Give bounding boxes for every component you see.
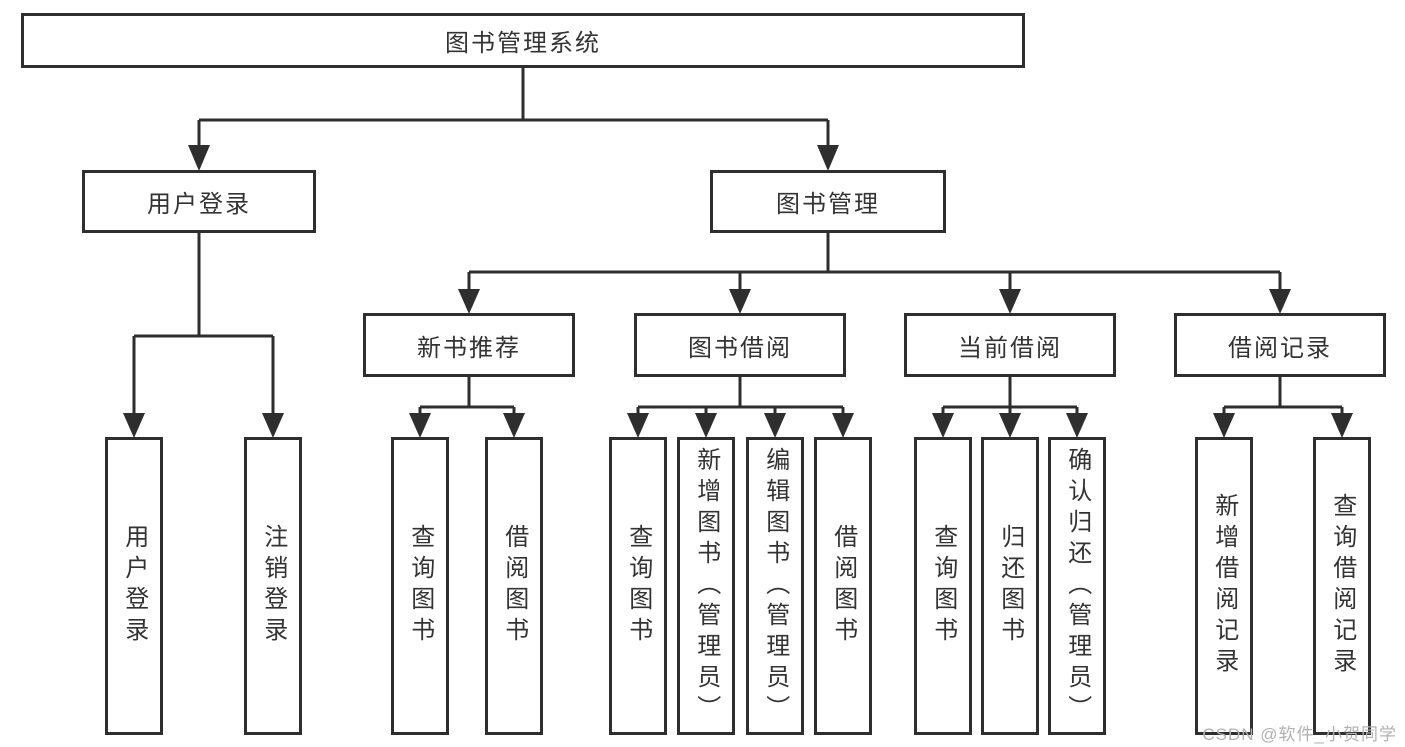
arrowhead — [458, 289, 480, 314]
leaf-logout: 注销登录 — [244, 437, 302, 735]
leaf-current-confirm-return-admin-label: 确认归还（管理员） — [1063, 446, 1091, 726]
leaf-bookborrow-edit-books-admin: 编辑图书（管理员） — [746, 437, 804, 735]
csdn-watermark: CSDN @软件_小贺同学 — [1202, 725, 1397, 744]
connector-book-management-branch — [467, 233, 1282, 290]
arrowhead — [627, 413, 649, 438]
node-current-borrow-label: 当前借阅 — [958, 334, 1062, 362]
arrowhead — [695, 413, 717, 438]
node-user-login: 用户登录 — [82, 170, 316, 233]
arrowhead — [188, 145, 210, 171]
leaf-current-query-books-label: 查询图书 — [929, 524, 957, 648]
leaf-recommend-query-books-label: 查询图书 — [406, 524, 434, 648]
arrowhead — [1331, 413, 1353, 438]
arrowhead — [764, 413, 786, 438]
leaf-current-return-books: 归还图书 — [981, 437, 1039, 735]
leaf-recommend-query-books: 查询图书 — [391, 437, 449, 735]
leaf-current-query-books: 查询图书 — [914, 437, 972, 735]
arrowhead — [409, 413, 431, 438]
leaf-bookborrow-add-books-admin-label: 新增图书（管理员） — [692, 446, 720, 726]
connector-current-borrow-branch — [941, 377, 1079, 415]
node-borrow-records: 借阅记录 — [1174, 313, 1386, 377]
leaf-recommend-borrow-books: 借阅图书 — [485, 437, 543, 735]
arrowhead — [1066, 413, 1088, 438]
leaf-bookborrow-edit-books-admin-label: 编辑图书（管理员） — [761, 446, 789, 726]
node-book-management-system-label: 图书管理系统 — [445, 30, 601, 57]
node-book-borrow: 图书借阅 — [634, 313, 846, 377]
arrowhead — [832, 413, 854, 438]
leaf-user-login-label: 用户登录 — [120, 524, 148, 648]
node-book-management-system: 图书管理系统 — [21, 13, 1025, 68]
node-book-borrow-label: 图书借阅 — [688, 334, 792, 362]
leaf-records-add-borrow-record-label: 新增借阅记录 — [1210, 493, 1238, 679]
node-new-book-recommend: 新书推荐 — [363, 313, 575, 377]
leaf-records-query-borrow-record-label: 查询借阅记录 — [1328, 493, 1356, 679]
arrowhead — [1269, 289, 1291, 314]
leaf-records-add-borrow-record: 新增借阅记录 — [1195, 437, 1253, 735]
arrowhead — [503, 413, 525, 438]
arrowhead — [999, 289, 1021, 314]
leaf-user-login: 用户登录 — [105, 437, 163, 735]
node-borrow-records-label: 借阅记录 — [1228, 334, 1332, 362]
leaf-recommend-borrow-books-label: 借阅图书 — [500, 524, 528, 648]
arrowhead — [123, 413, 145, 438]
node-book-management-label: 图书管理 — [776, 191, 880, 218]
arrowhead — [729, 289, 751, 314]
connector-user-login-branch — [132, 233, 275, 414]
leaf-current-return-books-label: 归还图书 — [996, 524, 1024, 648]
connector-lines — [132, 68, 1344, 415]
leaf-records-query-borrow-record: 查询借阅记录 — [1313, 437, 1371, 735]
leaf-bookborrow-query-books-label: 查询图书 — [624, 524, 652, 648]
connector-new-book-recommend-branch — [418, 377, 516, 415]
arrowhead — [999, 413, 1021, 438]
node-book-management: 图书管理 — [710, 170, 946, 233]
leaf-bookborrow-add-books-admin: 新增图书（管理员） — [677, 437, 735, 735]
arrowheads — [123, 145, 1353, 438]
leaf-current-confirm-return-admin: 确认归还（管理员） — [1048, 437, 1106, 735]
connector-root-branch — [197, 68, 830, 146]
leaf-bookborrow-borrow-books-label: 借阅图书 — [829, 524, 857, 648]
connector-borrow-records-branch — [1222, 377, 1344, 415]
arrowhead — [817, 145, 839, 171]
node-new-book-recommend-label: 新书推荐 — [417, 334, 521, 362]
leaf-bookborrow-borrow-books: 借阅图书 — [814, 437, 872, 735]
arrowhead — [1213, 413, 1235, 438]
connector-book-borrow-branch — [636, 377, 845, 415]
node-current-borrow: 当前借阅 — [904, 313, 1116, 377]
leaf-bookborrow-query-books: 查询图书 — [609, 437, 667, 735]
node-user-login-label: 用户登录 — [147, 191, 251, 218]
arrowhead — [262, 413, 284, 438]
leaf-logout-label: 注销登录 — [259, 524, 287, 648]
arrowhead — [932, 413, 954, 438]
